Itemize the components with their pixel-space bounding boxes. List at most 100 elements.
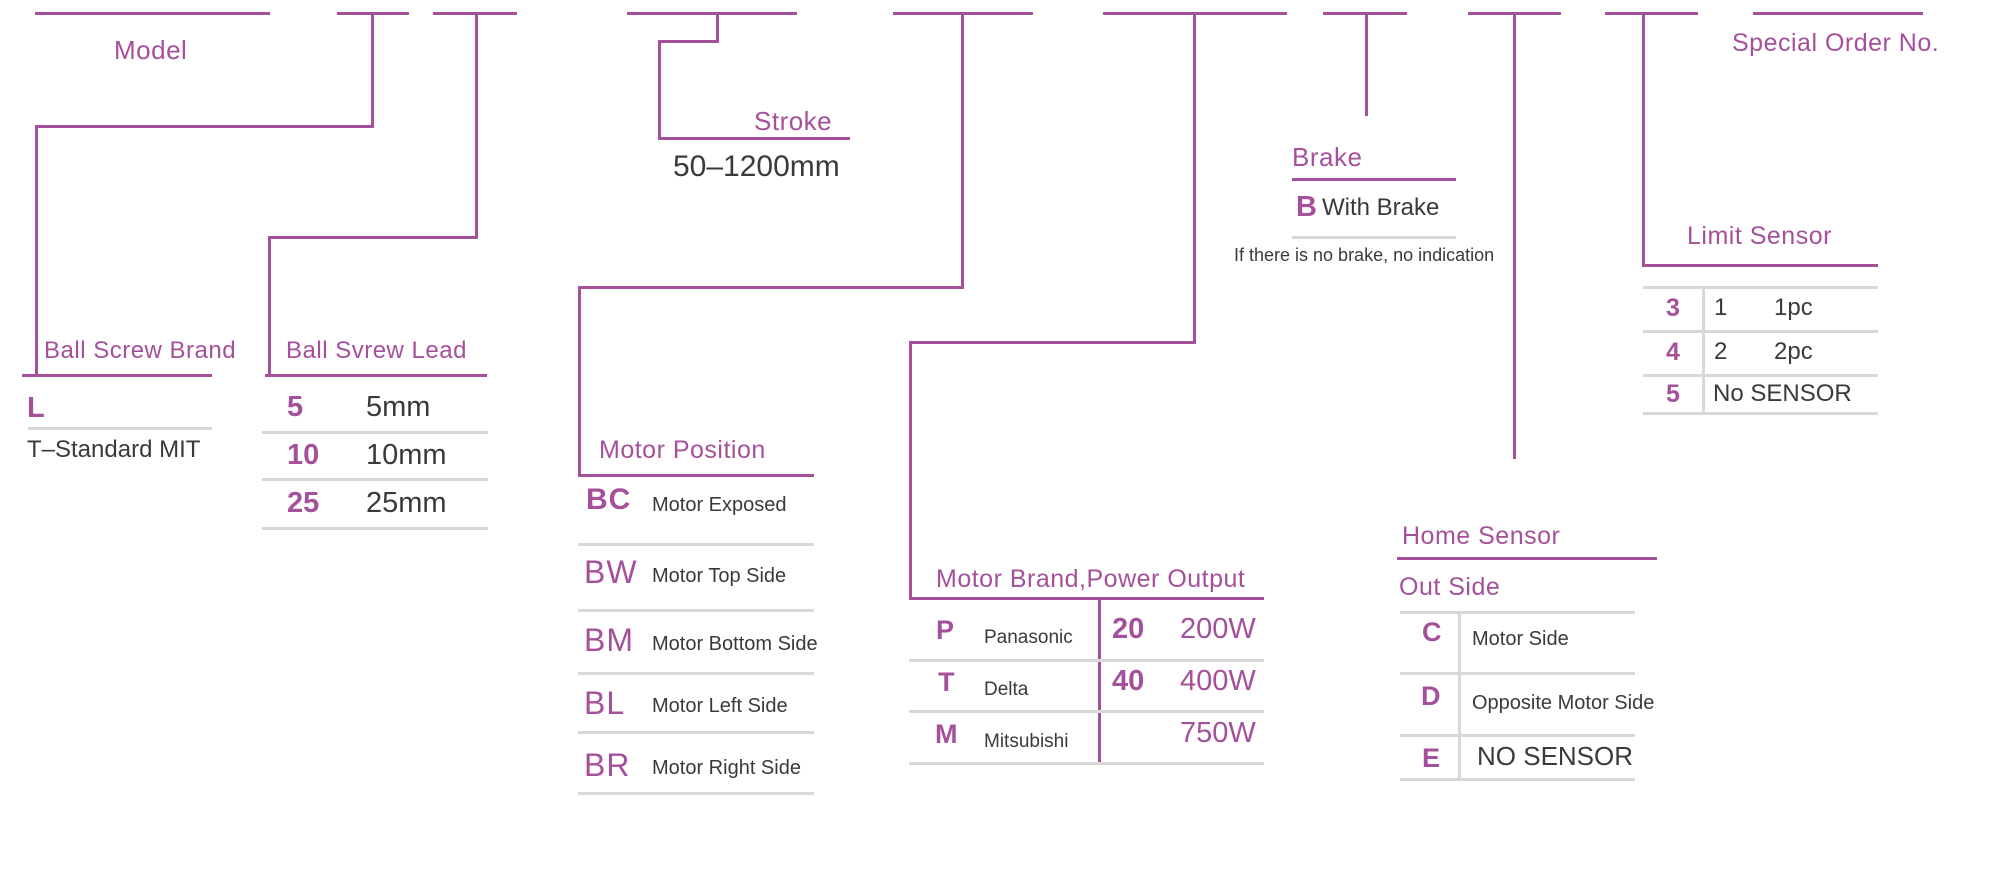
row-separator xyxy=(578,672,814,675)
stroke-title: Stroke xyxy=(754,106,833,136)
motor-position-code: BL xyxy=(584,685,626,721)
connector-line xyxy=(578,286,581,477)
section-underline xyxy=(1292,178,1456,181)
connector-line xyxy=(716,12,719,43)
row-separator xyxy=(1400,672,1635,675)
limit-sensor-code: 4 xyxy=(1666,338,1680,366)
motor-position-label: Motor Right Side xyxy=(652,757,801,779)
table-top-line xyxy=(1400,611,1635,614)
connector-line xyxy=(268,236,271,376)
limit-sensor-qty: 1 xyxy=(1714,294,1728,321)
section-underline xyxy=(1642,264,1878,267)
row-separator xyxy=(578,609,814,612)
row-separator xyxy=(28,427,212,430)
section-underline xyxy=(658,137,850,140)
connector-line xyxy=(268,236,478,239)
motor-brand-title: Motor Brand,Power Output xyxy=(936,565,1246,593)
connector-line xyxy=(961,12,964,289)
home-sensor-code: E xyxy=(1422,743,1441,773)
lead-code: 10 xyxy=(287,439,320,471)
home-sensor-code: C xyxy=(1422,617,1442,647)
motor-brand-name: Panasonic xyxy=(984,627,1073,648)
ball-screw-brand-description: T–Standard MIT xyxy=(27,436,201,463)
row-separator xyxy=(1643,330,1878,333)
home-sensor-label: Motor Side xyxy=(1472,628,1569,650)
limit-sensor-title: Limit Sensor xyxy=(1687,222,1832,250)
connector-line xyxy=(909,341,1196,344)
section-underline xyxy=(22,374,212,377)
lead-value: 5mm xyxy=(366,391,431,423)
section-underline xyxy=(578,474,814,477)
top-tick-limit-sensor xyxy=(1605,12,1698,15)
row-separator xyxy=(1400,778,1635,781)
home-sensor-subtitle: Out Side xyxy=(1399,573,1501,601)
model-label: Model xyxy=(114,35,188,65)
connector-line xyxy=(35,125,38,376)
section-underline xyxy=(1397,557,1657,560)
power-value: 400W xyxy=(1180,665,1256,697)
limit-sensor-qty: 2 xyxy=(1714,338,1728,365)
connector-line xyxy=(1513,12,1516,459)
power-code: 20 xyxy=(1112,613,1145,645)
motor-position-label: Motor Bottom Side xyxy=(652,633,818,655)
row-separator xyxy=(1643,412,1878,415)
special-order-label: Special Order No. xyxy=(1732,29,1940,57)
section-underline xyxy=(909,597,1264,600)
ball-screw-brand-title: Ball Screw Brand xyxy=(44,337,237,364)
motor-brand-code: T xyxy=(938,667,955,697)
table-top-line xyxy=(1643,286,1878,289)
motor-position-code: BM xyxy=(584,622,634,658)
limit-sensor-pcs: 1pc xyxy=(1774,294,1813,321)
top-tick-stroke xyxy=(627,12,797,15)
top-tick-model xyxy=(35,12,270,15)
limit-sensor-pcs: 2pc xyxy=(1774,338,1813,365)
motor-position-title: Motor Position xyxy=(599,436,766,464)
row-separator xyxy=(909,710,1264,713)
connector-line xyxy=(658,40,661,140)
row-separator xyxy=(262,431,488,434)
ball-screw-lead-title: Ball Svrew Lead xyxy=(286,337,467,364)
motor-brand-code: M xyxy=(935,719,958,749)
lead-value: 25mm xyxy=(366,487,447,519)
row-separator xyxy=(909,659,1264,662)
motor-position-code: BW xyxy=(584,554,638,590)
lead-value: 10mm xyxy=(366,439,447,471)
row-separator xyxy=(578,543,814,546)
column-divider xyxy=(1458,611,1461,781)
connector-line xyxy=(658,40,719,43)
motor-position-code: BR xyxy=(584,747,631,783)
motor-position-code: BC xyxy=(586,483,632,516)
brake-note: If there is no brake, no indication xyxy=(1234,245,1495,265)
limit-sensor-qty: No SENSOR xyxy=(1713,380,1852,407)
home-sensor-label: Opposite Motor Side xyxy=(1472,692,1655,714)
row-separator xyxy=(1643,374,1878,377)
motor-position-label: Motor Top Side xyxy=(652,565,787,587)
stroke-range: 50–1200mm xyxy=(673,150,840,183)
limit-sensor-code: 5 xyxy=(1666,380,1680,408)
connector-line xyxy=(578,286,964,289)
motor-position-label: Motor Exposed xyxy=(652,494,787,516)
motor-position-label: Motor Left Side xyxy=(652,695,788,717)
row-separator xyxy=(1400,734,1635,737)
connector-line xyxy=(371,12,374,128)
home-sensor-title: Home Sensor xyxy=(1402,522,1561,550)
motor-brand-code: P xyxy=(936,615,955,645)
brake-code: B xyxy=(1296,191,1317,223)
row-separator xyxy=(578,731,814,734)
row-separator xyxy=(262,478,488,481)
connector-line xyxy=(1193,12,1196,344)
connector-line xyxy=(1642,12,1645,267)
connector-line xyxy=(909,341,912,600)
row-separator xyxy=(909,762,1264,765)
lead-code: 5 xyxy=(287,391,304,423)
lead-code: 25 xyxy=(287,487,320,519)
connector-line xyxy=(35,125,374,128)
power-value: 750W xyxy=(1180,717,1256,749)
motor-brand-name: Mitsubishi xyxy=(984,731,1069,752)
brake-title: Brake xyxy=(1292,142,1363,172)
home-sensor-label: NO SENSOR xyxy=(1477,741,1634,771)
section-underline xyxy=(265,374,487,377)
limit-sensor-code: 3 xyxy=(1666,294,1680,322)
motor-brand-name: Delta xyxy=(984,679,1029,700)
